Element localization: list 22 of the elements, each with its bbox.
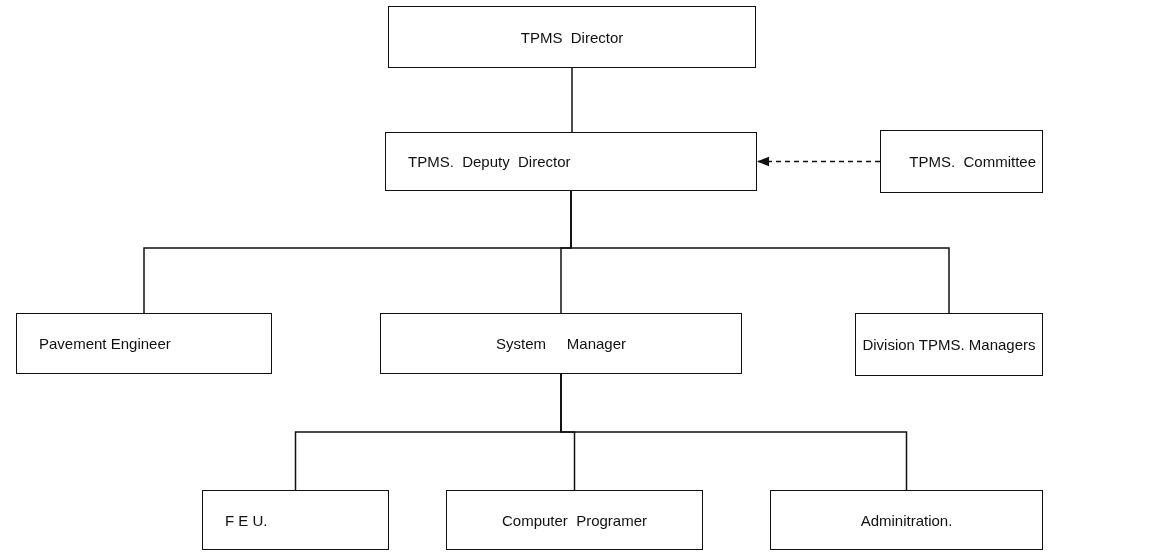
role-title: Pavement Engineer: [39, 335, 171, 352]
connector-line: [570, 190, 950, 314]
role-title: TPMS Director: [520, 28, 624, 46]
connector-line: [571, 67, 573, 133]
role-box: [855, 313, 1043, 376]
arrow: [756, 156, 881, 167]
role-box: [202, 490, 389, 550]
role-box: [388, 6, 756, 68]
role-title: Division TPMS. Managers: [862, 336, 1036, 353]
role-title: TPMS. Committee: [909, 153, 1036, 170]
role-title: Adminitration.: [860, 511, 953, 529]
role-box: [770, 490, 1043, 550]
role-box: [16, 313, 272, 374]
role-box: [380, 313, 742, 374]
role-box: [385, 132, 757, 191]
role-box: [880, 130, 1043, 193]
role-title: TPMS. Deputy Director: [408, 153, 571, 170]
role-box: [446, 490, 703, 550]
role-title: Computer Programer: [501, 511, 648, 529]
role-title: F E U.: [225, 511, 268, 529]
connector-line: [560, 373, 908, 491]
role-title: System Manager: [495, 335, 627, 352]
